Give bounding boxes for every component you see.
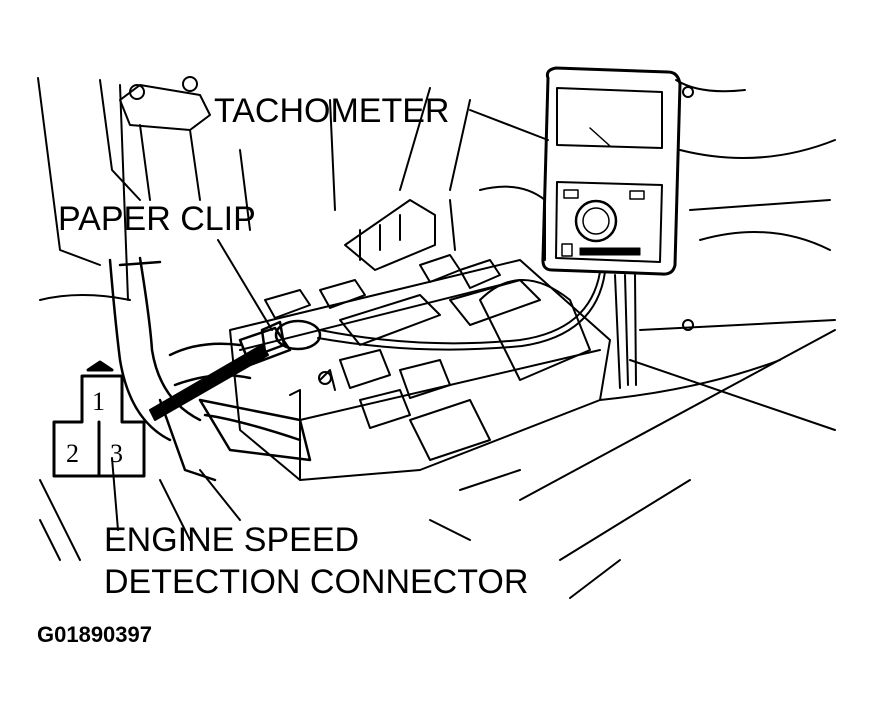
pin-2: 2 [66, 439, 79, 468]
fuse-relay-box [229, 185, 611, 481]
engine-bay-outline [37, 77, 836, 561]
leader-lines [111, 109, 621, 599]
hoses [108, 256, 312, 482]
connector-pinout [52, 360, 146, 478]
tachometer-label: TACHOMETER [214, 92, 450, 130]
detail-pointer [149, 344, 269, 421]
tachometer-wires [317, 271, 637, 389]
pin-3: 3 [110, 439, 123, 468]
pin-1: 1 [92, 387, 105, 416]
connector-label-line1: ENGINE SPEED [104, 521, 360, 559]
mounting-bracket [119, 76, 211, 201]
figure-id: G01890397 [37, 622, 152, 647]
connector-label-line2: DETECTION CONNECTOR [104, 563, 529, 601]
tachometer-device [541, 66, 682, 276]
paper-clip-label: PAPER CLIP [58, 200, 256, 238]
